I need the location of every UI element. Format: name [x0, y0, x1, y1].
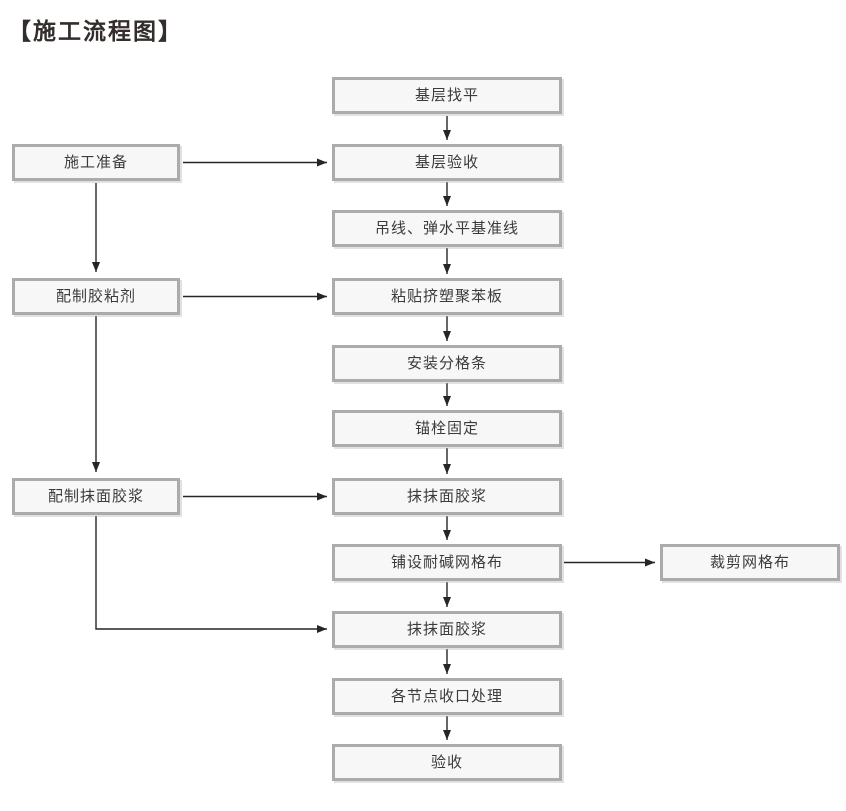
- flow-node-cut-mesh: 裁剪网格布: [660, 544, 840, 581]
- flow-node-prepare-mortar: 配制抹面胶浆: [12, 478, 180, 515]
- flow-node-lay-alkali-mesh: 铺设耐碱网格布: [332, 544, 562, 581]
- flow-node-joint-treatment: 各节点收口处理: [332, 678, 562, 715]
- flow-node-acceptance: 验收: [332, 744, 562, 781]
- flow-node-base-acceptance: 基层验收: [332, 144, 562, 181]
- flow-node-preparation: 施工准备: [12, 144, 180, 181]
- flow-node-anchor-fixing: 锚栓固定: [332, 410, 562, 447]
- flow-node-base-leveling: 基层找平: [332, 77, 562, 114]
- flow-node-apply-mortar-1: 抹抹面胶浆: [332, 478, 562, 515]
- page-title: 【施工流程图】: [8, 18, 183, 44]
- flow-node-install-divider-strip: 安装分格条: [332, 345, 562, 382]
- flow-node-apply-mortar-2: 抹抹面胶浆: [332, 611, 562, 648]
- flow-node-paste-xps-board: 粘贴挤塑聚苯板: [332, 278, 562, 315]
- flow-node-plumb-datum-line: 吊线、弹水平基准线: [332, 210, 562, 247]
- arrow-mortar-to-apply-2: [95, 516, 327, 633]
- flow-node-prepare-adhesive: 配制胶粘剂: [12, 278, 180, 315]
